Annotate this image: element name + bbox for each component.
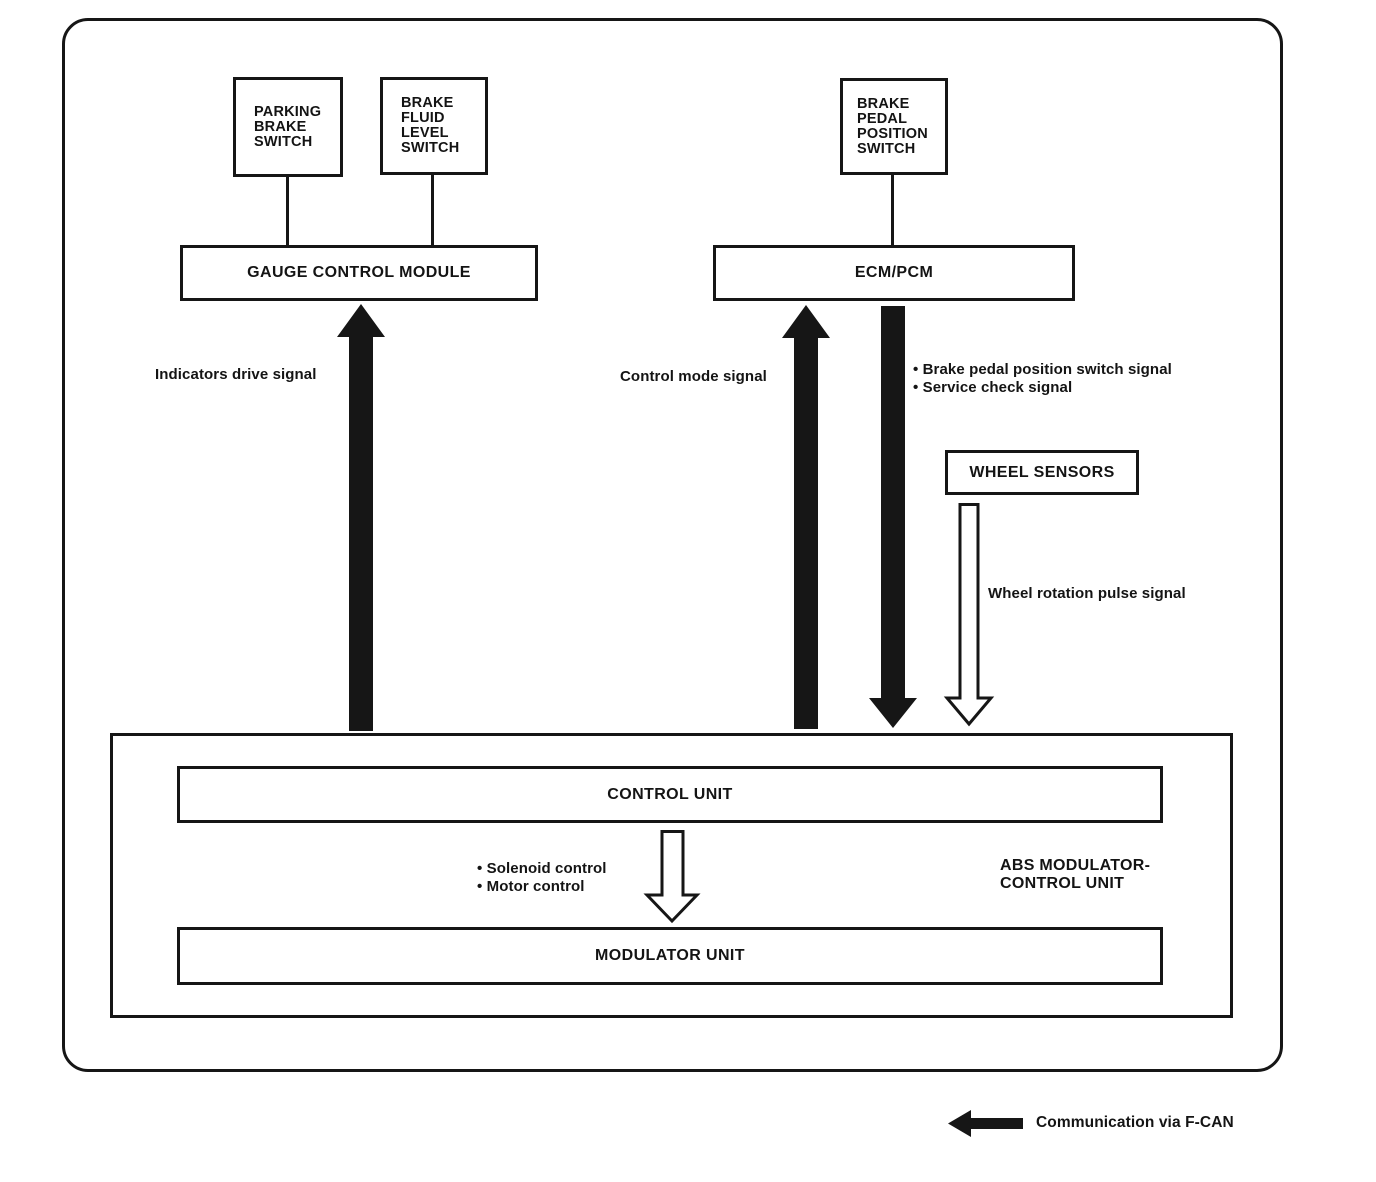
box-label: ECM/PCM — [854, 264, 934, 281]
box-brake-fluid-level-switch: BRAKE FLUID LEVEL SWITCH — [380, 77, 488, 175]
box-label-line: SWITCH — [254, 133, 313, 150]
box-label-line: SWITCH — [401, 140, 460, 156]
box-parking-brake-switch: PARKING BRAKE SWITCH — [233, 77, 343, 177]
label-abs-line: ABS MODULATOR- — [1000, 857, 1151, 874]
box-wheel-sensors: WHEEL SENSORS — [945, 450, 1139, 495]
box-label-line: BRAKE — [401, 95, 454, 111]
box-label-line: PEDAL — [857, 110, 908, 127]
label-control-mode-signal: Control mode signal — [620, 368, 767, 385]
label-service-check-signal: • Service check signal — [913, 379, 1073, 396]
down-arrow-icon-brake-pedal-signals — [869, 306, 917, 728]
connector-fluid-to-gauge — [431, 174, 434, 246]
up-arrow-icon-indicators-drive — [337, 304, 385, 731]
box-label: MODULATOR UNIT — [595, 947, 745, 964]
label-solenoid-motor-control: • Solenoid control • Motor control — [477, 860, 607, 896]
box-control-unit: CONTROL UNIT — [177, 766, 1163, 823]
box-label: GAUGE CONTROL MODULE — [247, 264, 471, 281]
down-arrow-icon-wheel-pulse — [943, 503, 995, 727]
box-label-line: POSITION — [857, 125, 928, 142]
box-label-line: SWITCH — [857, 140, 916, 157]
diagram-outer-frame — [62, 18, 1283, 1072]
label-abs-modulator-control-unit: ABS MODULATOR- CONTROL UNIT — [1000, 857, 1150, 893]
up-arrow-icon-control-mode — [782, 305, 830, 729]
box-modulator-unit: MODULATOR UNIT — [177, 927, 1163, 985]
box-label-line: PARKING — [254, 103, 322, 120]
box-label: WHEEL SENSORS — [969, 463, 1115, 481]
label-brake-pedal-signals: • Brake pedal position switch signal • S… — [913, 361, 1172, 397]
connector-parking-to-gauge — [286, 176, 289, 246]
left-arrow-icon-fcan-legend — [948, 1110, 1023, 1137]
box-label: CONTROL UNIT — [607, 785, 733, 803]
box-label-line: FLUID — [401, 110, 445, 126]
down-arrow-icon-solenoid-motor — [643, 830, 701, 924]
label-indicators-drive-signal: Indicators drive signal — [155, 366, 317, 383]
box-brake-pedal-position-switch: BRAKE PEDAL POSITION SWITCH — [840, 78, 948, 175]
box-ecm-pcm: ECM/PCM — [713, 245, 1075, 301]
box-gauge-control-module: GAUGE CONTROL MODULE — [180, 245, 538, 301]
connector-pedal-to-ecm — [891, 174, 894, 246]
label-wheel-rotation-pulse-signal: Wheel rotation pulse signal — [988, 585, 1186, 602]
legend-communication-fcan-label: Communication via F-CAN — [1036, 1114, 1234, 1131]
label-motor-control: • Motor control — [477, 878, 585, 895]
label-abs-line: CONTROL UNIT — [1000, 875, 1125, 892]
box-label-line: LEVEL — [401, 125, 449, 141]
label-solenoid-control: • Solenoid control — [477, 860, 607, 877]
box-label-line: BRAKE — [254, 118, 307, 135]
label-brake-pedal-position-switch-signal: • Brake pedal position switch signal — [913, 361, 1172, 378]
box-label-line: BRAKE — [857, 95, 910, 112]
